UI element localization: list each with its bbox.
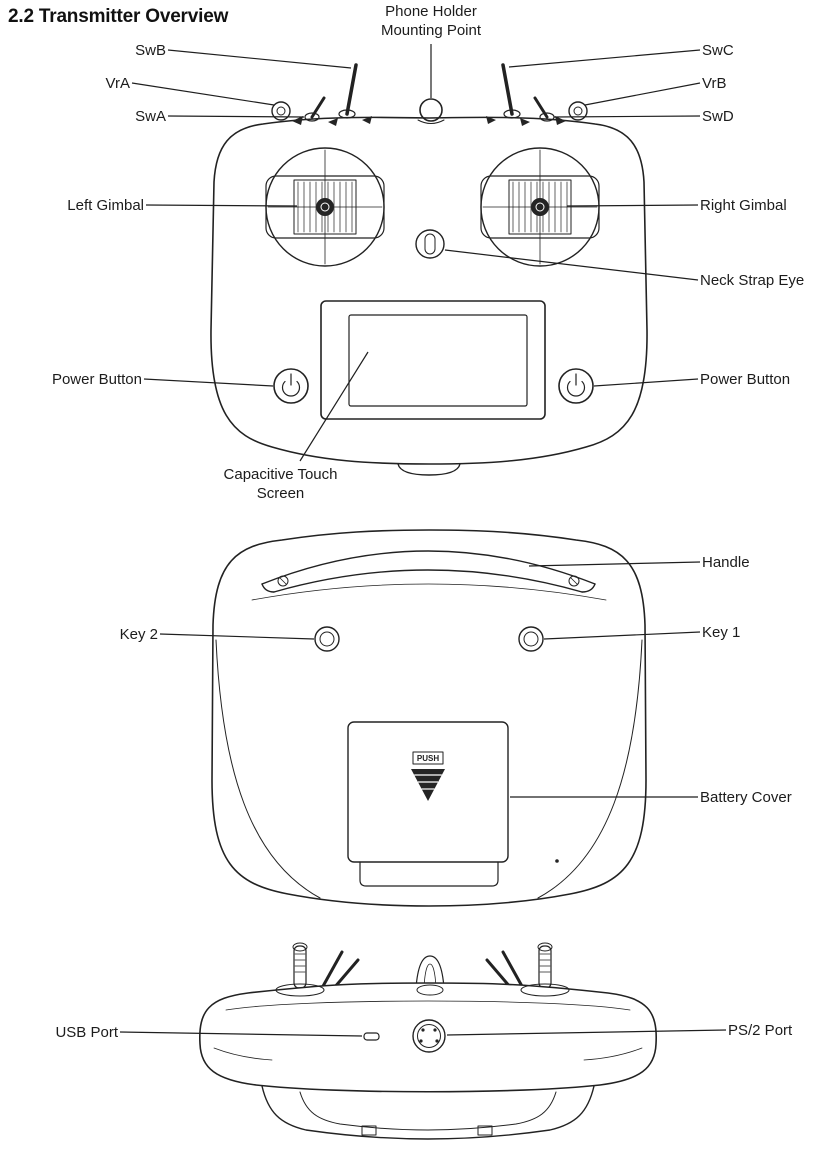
top-right-stick-drawing [487,943,552,988]
leader-handle [529,562,700,566]
top-left-stick-drawing [293,943,358,988]
swd-toggle [535,98,547,117]
label-phone-holder: Phone Holder Mounting Point [380,3,482,39]
label-power-button-right: Power Button [700,371,791,388]
key2-drawing [315,627,339,651]
label-key2: Key 2 [119,626,158,643]
label-swb: SwB [135,42,166,59]
page-title: 2.2 Transmitter Overview [8,6,229,27]
top-antenna-drawing [416,956,444,988]
leader-swb [168,50,351,68]
battery-cover-drawing: PUSH [348,722,559,886]
vrb-knob [569,102,587,120]
leader-touch-screen [300,352,368,461]
back-body-outline [212,530,646,906]
vra-knob [272,102,290,120]
label-key1: Key 1 [702,624,741,641]
top-view-drawing [200,943,656,1139]
handle-screw-left [278,576,288,586]
label-vra: VrA [105,75,130,92]
leader-key2 [160,634,314,639]
front-bottom-tab [398,464,460,475]
key1-drawing [519,627,543,651]
label-handle: Handle [702,554,750,571]
label-swd: SwD [702,108,734,125]
label-right-gimbal: Right Gimbal [700,197,787,214]
leader-left-gimbal [146,205,297,206]
leader-swd [554,116,700,117]
leader-usb [120,1032,362,1036]
battery-push-text: PUSH [417,754,439,763]
swa-toggle [312,98,324,117]
leader-right-gimbal [567,205,698,206]
usb-port-drawing [364,1033,379,1040]
swb-toggle [347,65,356,114]
right-switch-cluster-drawing [486,65,587,126]
left-gimbal-drawing [266,148,384,266]
power-button-left-drawing [274,369,308,403]
leader-swc [509,50,700,67]
left-switch-cluster-drawing [272,65,372,126]
touch-screen-drawing [321,301,545,419]
leader-swa [168,116,304,117]
ps2-port-drawing [413,1020,445,1052]
handle-drawing [262,551,595,592]
right-gimbal-drawing [481,148,599,266]
label-battery-cover: Battery Cover [700,789,792,806]
label-ps2-port: PS/2 Port [728,1022,793,1039]
handle-screw-right [569,576,579,586]
front-body-outline [211,117,647,464]
back-view-drawing: PUSH [212,530,646,906]
label-vrb: VrB [702,75,727,92]
leader-key1 [544,632,700,639]
top-handle-bottom-drawing [262,1086,594,1139]
top-body-outline [200,983,656,1092]
phone-holder-mount-drawing [418,99,444,124]
label-swc: SwC [702,42,734,59]
label-usb-port: USB Port [55,1024,118,1041]
label-left-gimbal: Left Gimbal [67,197,144,214]
label-swa: SwA [135,108,166,125]
label-touch-screen: Capacitive Touch Screen [223,466,338,502]
leader-lines [120,44,726,1036]
label-power-button-left: Power Button [51,371,142,388]
leader-vrb [585,83,700,105]
neck-strap-eye-drawing [416,230,444,258]
front-view-drawing [211,65,647,475]
swc-toggle [503,65,512,114]
leader-neck-strap [445,250,698,280]
power-button-right-drawing [559,369,593,403]
label-neck-strap-eye: Neck Strap Eye [700,272,805,289]
battery-push-arrow [411,769,445,801]
leader-power-left [144,379,273,386]
leader-power-right [594,379,698,386]
leader-vra [132,83,274,105]
leader-ps2 [447,1030,726,1035]
